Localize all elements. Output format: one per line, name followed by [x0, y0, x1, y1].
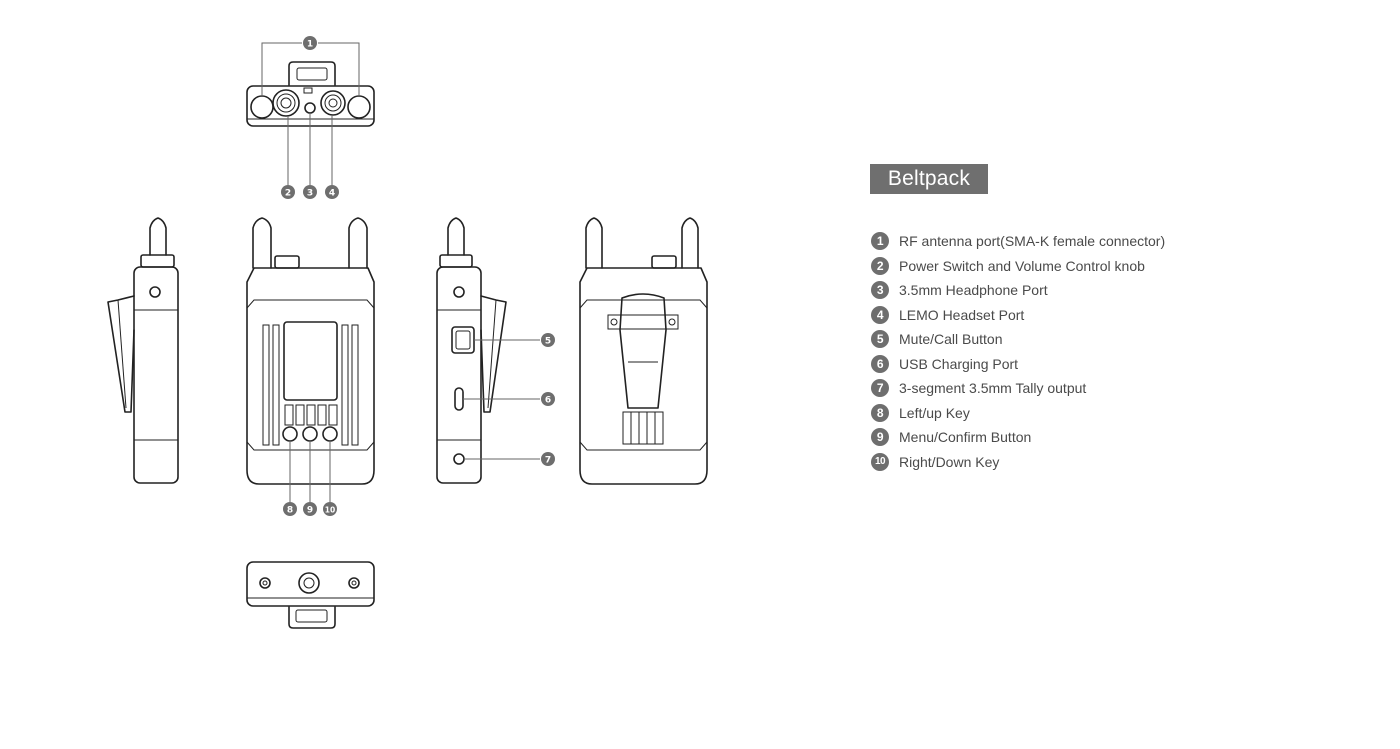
callout-7: 7 — [541, 452, 555, 466]
legend-number-badge: 9 — [871, 428, 889, 447]
legend-item: 6 USB Charging Port — [871, 352, 1165, 377]
callout-9: 9 — [303, 502, 317, 516]
legend-label: RF antenna port(SMA-K female connector) — [899, 233, 1166, 250]
svg-text:2: 2 — [285, 189, 291, 199]
legend-label: 3.5mm Headphone Port — [899, 282, 1048, 299]
svg-text:8: 8 — [287, 506, 293, 516]
svg-text:1: 1 — [307, 40, 313, 50]
svg-text:3: 3 — [307, 189, 313, 199]
legend-number-badge: 7 — [871, 379, 889, 398]
legend-number-badge: 4 — [871, 305, 889, 324]
svg-text:7: 7 — [545, 456, 551, 466]
legend-number-badge: 1 — [871, 232, 889, 251]
callout-10: 10 — [323, 502, 337, 516]
right-side-view — [436, 217, 540, 484]
top-view — [246, 42, 375, 185]
legend-label: LEMO Headset Port — [899, 306, 1025, 323]
legend-item: 5 Mute/Call Button — [871, 327, 1165, 352]
legend-label: Power Switch and Volume Control knob — [899, 257, 1145, 274]
callout-8: 8 — [283, 502, 297, 516]
legend-item: 9 Menu/Confirm Button — [871, 425, 1165, 450]
legend-number-badge: 3 — [871, 281, 889, 300]
callout-1: 1 — [303, 36, 317, 50]
bottom-view — [246, 561, 375, 629]
legend-number-badge: 6 — [871, 354, 889, 373]
legend-item: 3 3.5mm Headphone Port — [871, 278, 1165, 303]
callout-6: 6 — [541, 392, 555, 406]
callout-2: 2 — [281, 185, 295, 199]
legend-label: Right/Down Key — [899, 453, 1000, 470]
legend-item: 4 LEMO Headset Port — [871, 303, 1165, 328]
svg-text:9: 9 — [307, 506, 313, 516]
svg-text:6: 6 — [545, 396, 551, 406]
legend-label: Left/up Key — [899, 404, 970, 421]
svg-text:4: 4 — [329, 189, 335, 199]
legend-label: Mute/Call Button — [899, 331, 1003, 348]
legend-item: 2 Power Switch and Volume Control knob — [871, 254, 1165, 279]
svg-text:5: 5 — [545, 337, 551, 347]
front-view — [246, 217, 375, 502]
legend-label: Menu/Confirm Button — [899, 429, 1032, 446]
left-side-view — [107, 217, 179, 484]
legend-number-badge: 10 — [871, 452, 889, 471]
svg-text:10: 10 — [325, 506, 335, 515]
legend-list: 1 RF antenna port(SMA-K female connector)… — [871, 229, 1165, 474]
legend-label: 3-segment 3.5mm Tally output — [899, 380, 1087, 397]
beltpack-title: Beltpack — [870, 164, 988, 194]
callout-3: 3 — [303, 185, 317, 199]
legend-number-badge: 8 — [871, 403, 889, 422]
callout-4: 4 — [325, 185, 339, 199]
legend-item: 8 Left/up Key — [871, 401, 1165, 426]
legend-item: 1 RF antenna port(SMA-K female connector) — [871, 229, 1165, 254]
back-view — [579, 217, 708, 485]
legend-label: USB Charging Port — [899, 355, 1019, 372]
callout-5: 5 — [541, 333, 555, 347]
legend-item: 7 3-segment 3.5mm Tally output — [871, 376, 1165, 401]
legend-number-badge: 5 — [871, 330, 889, 349]
legend-number-badge: 2 — [871, 256, 889, 275]
legend-item: 10 Right/Down Key — [871, 450, 1165, 475]
